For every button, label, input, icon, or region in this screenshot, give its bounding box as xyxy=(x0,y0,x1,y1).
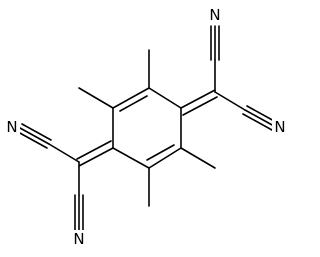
ring-bond-1 xyxy=(112,87,150,109)
methyl-lower-right xyxy=(180,147,216,169)
triple-left-3 xyxy=(17,131,48,149)
ring-bond-2 xyxy=(148,87,182,109)
triple-left-2 xyxy=(19,127,50,145)
bonds xyxy=(17,25,277,231)
c-to-cn-right xyxy=(214,91,246,111)
exo-double-right-b xyxy=(182,96,218,116)
ring-bond-4 xyxy=(148,147,182,169)
triple-right-1 xyxy=(246,105,277,123)
c-to-cn-left xyxy=(48,143,80,163)
atom-label-n-top: N xyxy=(209,6,220,24)
exo-double-left-b xyxy=(76,140,112,160)
triple-right-3 xyxy=(242,113,273,131)
triple-right-2 xyxy=(244,109,275,127)
atom-n-bottom: N xyxy=(71,230,87,248)
ring-bond-4-inner xyxy=(146,144,175,161)
exo-double-right-a xyxy=(180,89,216,109)
atom-label-n-left: N xyxy=(6,118,17,136)
atom-n-top: N xyxy=(207,6,223,24)
atom-n-left: N xyxy=(4,118,20,136)
exo-double-left-a xyxy=(78,147,114,167)
structure-diagram: N N N N xyxy=(4,6,288,248)
atom-labels: N N N N xyxy=(4,6,288,248)
atom-label-n-bottom: N xyxy=(73,230,84,248)
triple-left-1 xyxy=(21,123,52,141)
ring-bond-5 xyxy=(112,147,150,169)
atom-label-n-right: N xyxy=(274,118,285,136)
ring-bond-1-inner xyxy=(119,95,148,112)
atom-n-right: N xyxy=(272,118,288,136)
methyl-upper-left xyxy=(78,87,114,109)
